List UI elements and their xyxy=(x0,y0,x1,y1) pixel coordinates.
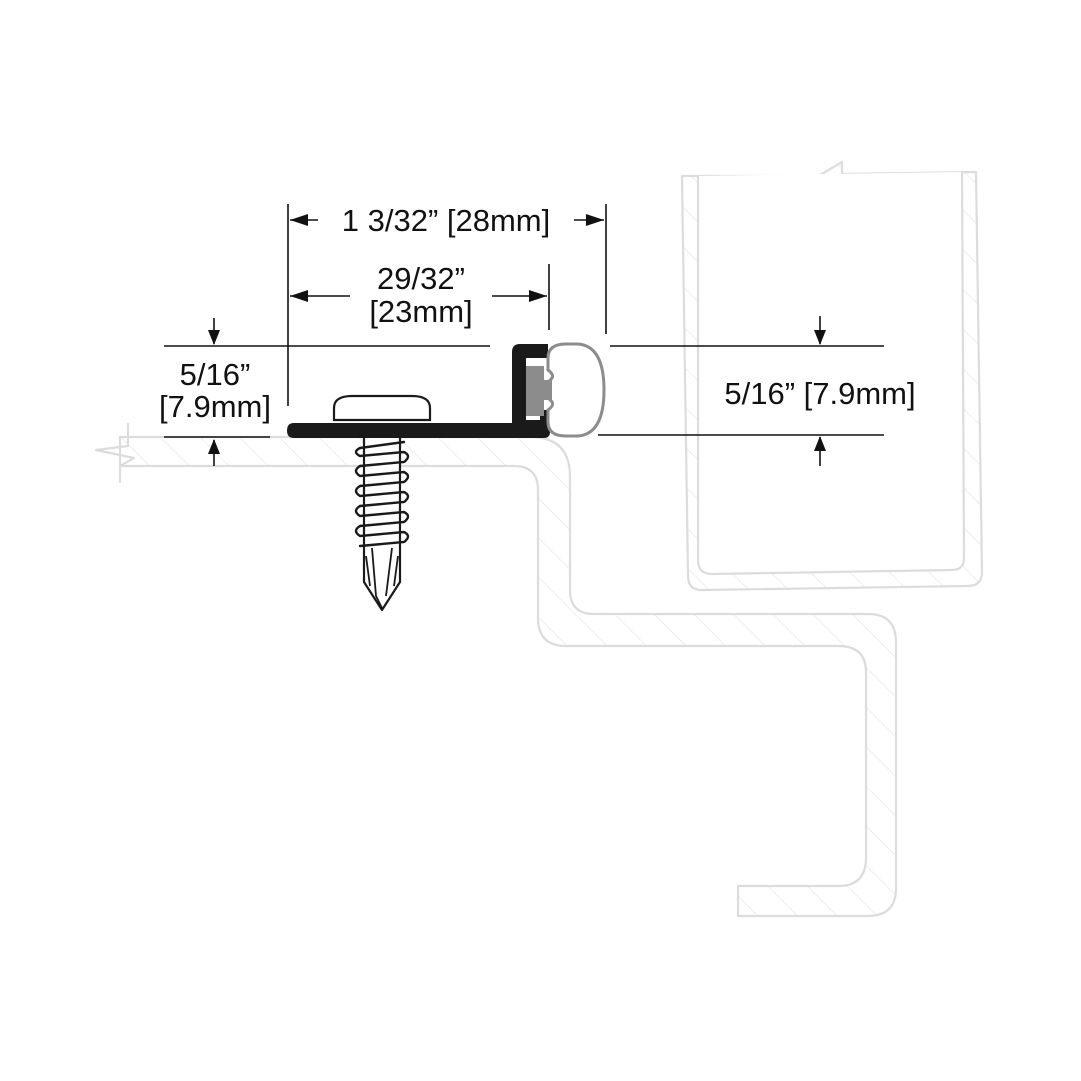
label-overall-width: 1 3/32” [28mm] xyxy=(342,203,550,238)
arrow-inner-left xyxy=(290,290,308,302)
label-right-height: 5/16” [7.9mm] xyxy=(724,376,915,411)
threshold-profile xyxy=(287,344,550,438)
dimension-lines xyxy=(164,204,884,466)
door-inner xyxy=(696,171,966,576)
arrow-overall-right xyxy=(586,214,604,226)
frame-profile xyxy=(118,435,898,918)
screw-head xyxy=(332,394,432,422)
dimension-labels: 1 3/32” [28mm] 29/32” [23mm] 5/16” [7.9m… xyxy=(159,203,916,424)
arrow-inner-right xyxy=(529,290,547,302)
label-inner-width-line2: [23mm] xyxy=(369,294,472,329)
label-inner-width-line1: 29/32” xyxy=(377,261,465,296)
arrow-left-height-top xyxy=(208,330,220,345)
arrow-left-height-bottom xyxy=(208,439,220,454)
arrow-right-height-bottom xyxy=(814,436,826,451)
screw-threads xyxy=(354,440,410,548)
break-line xyxy=(94,422,136,484)
self-drilling-screw xyxy=(332,394,432,612)
profile-base xyxy=(287,344,550,438)
door-frame-ghost xyxy=(94,422,898,918)
label-left-height-line2: [7.9mm] xyxy=(159,389,271,424)
door-leaf-ghost xyxy=(680,160,984,592)
seal-neck xyxy=(540,380,552,400)
seal-stem xyxy=(526,366,544,416)
arrow-right-height-top xyxy=(814,330,826,345)
seal-bulb xyxy=(546,342,606,438)
bulb-seal xyxy=(526,342,606,438)
label-left-height-line1: 5/16” xyxy=(180,357,251,392)
arrow-overall-left xyxy=(290,214,308,226)
drill-point xyxy=(365,547,399,609)
